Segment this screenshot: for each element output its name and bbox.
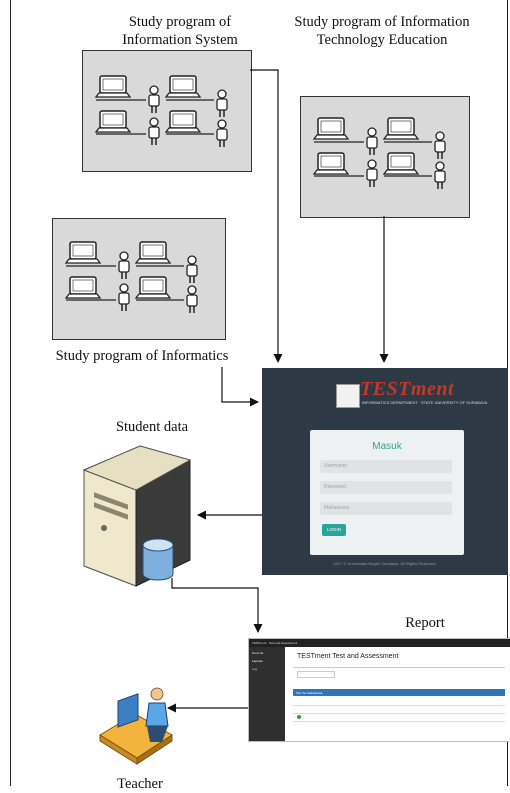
label-informatics: Study program of Informatics: [55, 348, 229, 364]
label-ite-line1: Study program of Information: [294, 14, 470, 30]
status-icon: [297, 715, 301, 719]
label-ite: Study program of Information Technology …: [272, 13, 492, 49]
username-field[interactable]: Username: [320, 460, 452, 473]
report-row: [293, 713, 505, 714]
report-sidebar: Beranda Laporan Log: [249, 647, 285, 741]
report-table-header-text: Test Ter Mahasiswa: [296, 691, 323, 695]
report-sidebar-item-3[interactable]: Log: [252, 667, 258, 671]
app-logo-subtitle: INFORMATICS DEPARTMENT · STATE UNIVERSIT…: [362, 400, 488, 405]
label-information-system: Study program of Information System: [90, 13, 270, 49]
report-divider: [293, 667, 505, 668]
password-field[interactable]: Password: [320, 481, 452, 494]
report-row: [293, 705, 505, 706]
app-logo: TESTment: [360, 378, 455, 400]
report-row: [293, 721, 505, 722]
role-select[interactable]: Mahasiswa: [320, 502, 452, 515]
server-database-icon: [82, 445, 192, 587]
report-button[interactable]: [297, 671, 335, 678]
report-topbar-text: TESTment · Test and Assessment: [252, 641, 298, 645]
logo-emblem-icon: [336, 384, 360, 408]
login-title: Masuk: [372, 441, 402, 452]
login-footer: 2017 © Universitas Negeri Surabaya. All …: [333, 561, 437, 566]
computer-lab-icon-ite: [314, 118, 445, 189]
report-topbar: TESTment · Test and Assessment: [249, 639, 510, 647]
report-screenshot: TESTment · Test and Assessment Beranda L…: [248, 638, 510, 742]
flow-arrows: [167, 69, 389, 713]
report-sidebar-item-2[interactable]: Laporan: [252, 659, 264, 663]
report-table-header: Test Ter Mahasiswa: [293, 689, 505, 696]
label-report: Report: [405, 615, 445, 631]
report-sidebar-item-1[interactable]: Beranda: [252, 651, 264, 655]
label-student-data: Student data: [115, 419, 189, 435]
label-ite-line2: Technology Education: [316, 32, 448, 48]
report-title: TESTment Test and Assessment: [297, 653, 399, 660]
label-is-line2: Information System: [122, 32, 238, 48]
label-teacher: Teacher: [117, 776, 163, 792]
login-button[interactable]: LOGIN: [322, 524, 346, 536]
teacher-workstation-icon: [99, 687, 173, 765]
label-is-line1: Study program of: [128, 14, 232, 30]
computer-lab-icon-inf: [66, 242, 197, 313]
computer-lab-icon-is: [96, 76, 227, 147]
